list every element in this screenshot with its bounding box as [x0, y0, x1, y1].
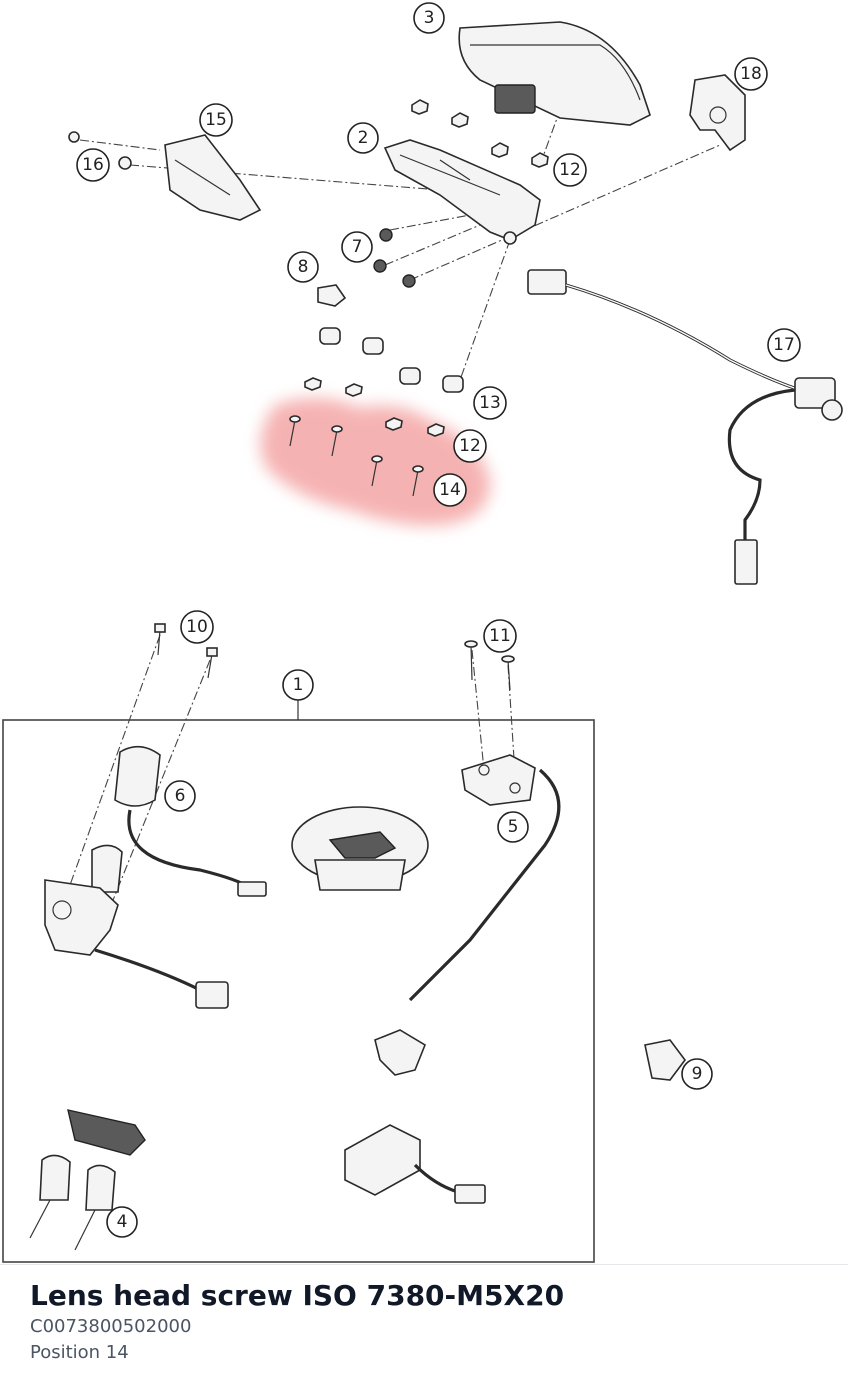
svg-text:14: 14	[439, 480, 461, 500]
svg-text:1: 1	[293, 675, 304, 695]
screws-10	[154, 623, 218, 679]
svg-text:4: 4	[117, 1212, 128, 1232]
sensor-part	[374, 754, 561, 1076]
callout-10[interactable]: 10	[180, 610, 214, 644]
callout-12[interactable]: 12	[553, 153, 587, 187]
cover-part	[164, 134, 262, 221]
cable-harness	[527, 269, 843, 585]
svg-text:11: 11	[489, 626, 511, 646]
callout-2[interactable]: 2	[347, 122, 379, 154]
callout-11[interactable]: 11	[483, 619, 517, 653]
callout-12-lower[interactable]: 12	[453, 429, 487, 463]
ignition-lock	[44, 745, 267, 1009]
part-position: Position 14	[30, 1342, 129, 1363]
svg-text:16: 16	[82, 155, 104, 175]
divider	[0, 1264, 848, 1265]
svg-text:3: 3	[424, 8, 435, 28]
callout-6[interactable]: 6	[164, 780, 196, 812]
holder-part	[689, 74, 746, 152]
lens-head-screws[interactable]	[289, 415, 424, 497]
nuts-upper	[411, 99, 549, 168]
svg-text:12: 12	[459, 436, 481, 456]
svg-text:7: 7	[352, 237, 363, 257]
part-info: Lens head screw ISO 7380-M5X20 C00738005…	[30, 1278, 564, 1366]
svg-text:15: 15	[205, 110, 227, 130]
svg-text:12: 12	[559, 160, 581, 180]
clip-part	[317, 284, 347, 307]
svg-text:9: 9	[692, 1064, 703, 1084]
screws-11	[464, 640, 515, 691]
callout-8[interactable]: 8	[287, 251, 319, 283]
callout-5[interactable]: 5	[497, 811, 529, 843]
svg-text:17: 17	[773, 335, 795, 355]
keys	[29, 1109, 146, 1251]
part-number: C0073800502000	[30, 1316, 192, 1337]
callout-7[interactable]: 7	[341, 231, 373, 263]
control-module	[344, 1124, 486, 1204]
callout-3[interactable]: 3	[413, 2, 445, 34]
svg-text:2: 2	[358, 128, 369, 148]
grommets	[319, 327, 464, 393]
svg-text:5: 5	[508, 817, 519, 837]
svg-text:13: 13	[479, 393, 501, 413]
small-bracket	[644, 1039, 686, 1081]
fuel-cap	[291, 806, 429, 891]
svg-text:8: 8	[298, 257, 309, 277]
callout-9[interactable]: 9	[681, 1058, 713, 1090]
callout-17[interactable]: 17	[767, 328, 801, 362]
svg-text:18: 18	[740, 64, 762, 84]
nuts-lower	[304, 377, 445, 437]
callout-4[interactable]: 4	[106, 1206, 138, 1238]
exploded-parts-diagram: 3 18 15 2 16 12 7 8 17 13 12 14 10 11 1 …	[2, 2, 843, 1263]
screws-7	[373, 228, 416, 288]
cluster-bracket	[383, 139, 541, 245]
svg-text:6: 6	[175, 786, 186, 806]
callout-14[interactable]: 14	[433, 473, 467, 507]
callout-13[interactable]: 13	[473, 386, 507, 420]
part-name: Lens head screw ISO 7380-M5X20	[30, 1279, 565, 1312]
callout-1[interactable]: 1	[282, 669, 314, 701]
svg-text:10: 10	[186, 617, 208, 637]
callout-18[interactable]: 18	[734, 57, 768, 91]
callout-15[interactable]: 15	[199, 103, 233, 137]
instrument-cluster	[458, 21, 651, 126]
callout-16[interactable]: 16	[76, 148, 110, 182]
